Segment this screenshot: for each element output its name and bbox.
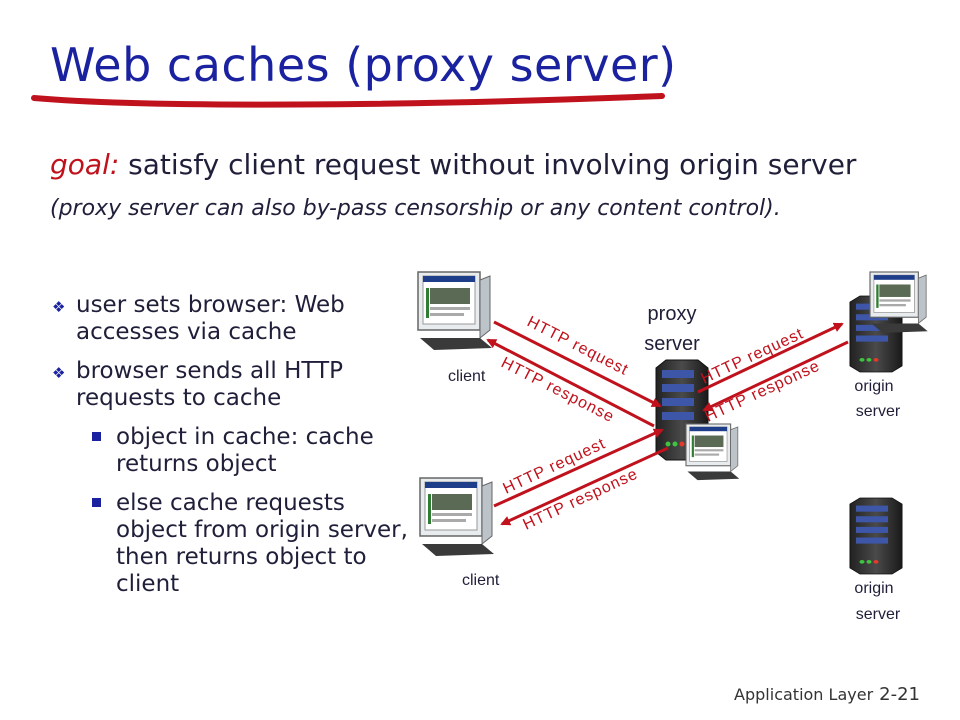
origin-screen-icon (869, 271, 929, 334)
bullet-text: else cache requests object from origin s… (116, 490, 408, 597)
goal-text: satisfy client request without involving… (119, 148, 857, 181)
slide-footer: Application Layer 2-21 (734, 684, 920, 705)
sub-bullet-item: else cache requests object from origin s… (52, 490, 412, 598)
page-number: 2-21 (879, 684, 920, 705)
origin-label-line1: origin (854, 378, 893, 395)
origin-server-icon (849, 497, 903, 575)
title-underline (31, 93, 665, 108)
bullet-text: browser sends all HTTP requests to cache (76, 358, 343, 411)
request-arrow (493, 428, 664, 508)
bullet-item: ❖ user sets browser: Web accesses via ca… (52, 292, 412, 346)
proxy-note: (proxy server can also by-pass censorshi… (50, 196, 781, 221)
course-name: Application Layer (734, 685, 874, 704)
client-label: client (448, 368, 486, 385)
response-arrow (500, 446, 669, 526)
request-arrow (493, 320, 662, 408)
proxy-screen-icon (685, 423, 740, 481)
bullet-text: user sets browser: Web accesses via cach… (76, 292, 345, 345)
slide-title: Web caches (proxy server) (50, 38, 677, 92)
square-bullet-icon (92, 498, 101, 507)
proxy-label-line1: proxy (648, 303, 697, 325)
goal-statement: goal: satisfy client request without inv… (50, 148, 856, 181)
square-bullet-icon (92, 432, 101, 441)
bullet-item: ❖ browser sends all HTTP requests to cac… (52, 358, 412, 412)
diamond-bullet-icon: ❖ (52, 298, 66, 316)
bullet-list: ❖ user sets browser: Web accesses via ca… (52, 292, 412, 610)
goal-lead: goal: (50, 148, 120, 181)
bullet-text: object in cache: cache returns object (116, 424, 374, 477)
sub-bullet-item: object in cache: cache returns object (52, 424, 412, 478)
client-label: client (462, 572, 500, 589)
response-arrow (486, 338, 655, 428)
origin-label-line2: server (856, 403, 901, 420)
origin-label-line2: server (856, 606, 901, 623)
origin-label-line1: origin (854, 580, 893, 597)
diamond-bullet-icon: ❖ (52, 364, 66, 382)
client-computer-icon (417, 271, 493, 351)
proxy-label-line2: server (644, 333, 700, 355)
response-arrow (702, 340, 849, 412)
client-computer-icon (419, 477, 495, 557)
request-arrow (697, 322, 844, 394)
